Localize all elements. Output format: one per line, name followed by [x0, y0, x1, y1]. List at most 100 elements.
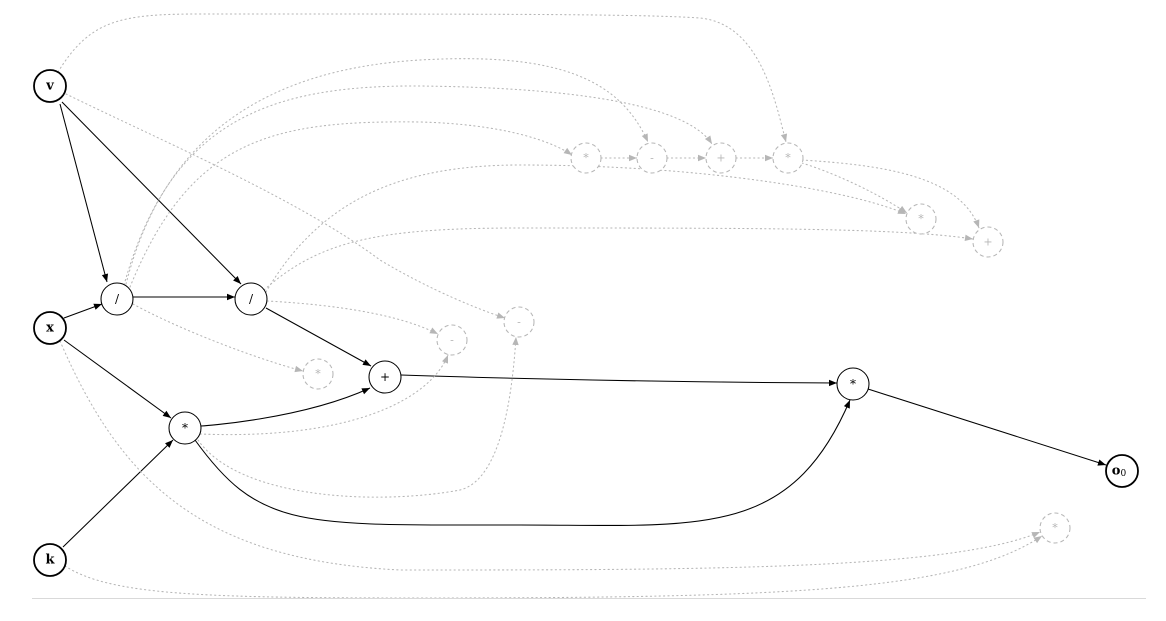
edge-arrowhead: [964, 234, 973, 241]
edge-line: [266, 300, 439, 335]
edge-m1-to-p1: [200, 387, 371, 427]
ghost-op-node-g7: -: [436, 324, 468, 356]
edge-arrowhead: [233, 276, 241, 284]
edge-line: [867, 388, 1107, 466]
edge-line: [57, 13, 787, 143]
edge-line: [61, 101, 242, 285]
edge-v-to-d2: [61, 101, 242, 285]
node-label: *: [850, 377, 856, 391]
edge-d2-to-g7: [266, 300, 439, 335]
node-label: *: [583, 152, 589, 165]
op-node-d2: /: [234, 282, 268, 316]
node-label: *: [785, 152, 791, 165]
edge-arrowhead: [704, 135, 712, 144]
node-circle: [302, 358, 334, 390]
edge-g1-to-g2: [600, 154, 638, 162]
node-label: -: [450, 334, 454, 347]
edge-k-to-m1: [62, 439, 174, 548]
edge-line: [59, 340, 1041, 571]
node-circle: [234, 282, 268, 316]
ghost-op-node-g5: *: [905, 203, 937, 235]
edge-line: [129, 121, 573, 288]
edge-arrowhead: [227, 293, 235, 301]
edge-arrowhead: [843, 400, 850, 409]
edge-arrowhead: [765, 154, 773, 162]
node-circle: [503, 306, 535, 338]
node-circle: [905, 203, 937, 235]
output-node-o0: o0: [1105, 454, 1139, 488]
node-label: k: [45, 553, 55, 568]
node-circle: [436, 324, 468, 356]
edge-m1-to-m2: [194, 399, 851, 526]
node-label: +: [716, 152, 725, 165]
edge-line: [263, 227, 974, 291]
op-node-m2: *: [836, 367, 870, 401]
edge-line: [59, 103, 108, 283]
node-label: -: [650, 152, 654, 165]
edge-d1-to-d2: [133, 293, 235, 301]
node-circle: [772, 142, 804, 174]
edge-line: [199, 354, 449, 436]
edge-line: [194, 399, 851, 526]
edge-line: [801, 162, 908, 214]
node-circle: [33, 543, 67, 577]
ghost-op-node-g10: *: [1039, 512, 1071, 544]
ghost-op-node-g1: *: [570, 142, 602, 174]
node-circle: [570, 142, 602, 174]
node-label: /: [249, 292, 254, 306]
node-label: +: [983, 236, 992, 249]
edge-arrowhead: [101, 273, 109, 282]
edge-x-to-d1: [63, 303, 103, 319]
edge-arrowhead: [442, 355, 448, 364]
edge-d2-to-p1: [265, 307, 372, 367]
node-circle: [705, 142, 737, 174]
node-circle: [33, 69, 67, 103]
edge-arrowhead: [162, 410, 171, 418]
edge-line: [801, 159, 980, 229]
edge-arrowhead: [512, 337, 519, 346]
ghost-op-node-g6: +: [972, 226, 1004, 258]
edge-line: [64, 535, 1043, 599]
edge-v-to-d1: [59, 103, 109, 283]
edge-arrowhead: [93, 303, 102, 310]
node-label: /: [115, 292, 120, 306]
node-circle: [972, 226, 1004, 258]
edge-g2-to-g3: [666, 154, 707, 162]
edge-line: [125, 58, 649, 285]
node-label: *: [315, 368, 321, 381]
ghost-op-node-g2: -: [636, 142, 668, 174]
input-node-v: v: [33, 69, 67, 103]
node-label: -: [517, 316, 521, 329]
edge-arrowhead: [780, 133, 788, 142]
edge-v-to-g4: [57, 13, 788, 143]
edge-m1-to-g7: [199, 354, 449, 436]
edge-g4-to-g6: [801, 159, 980, 229]
edge-arrowhead: [973, 219, 980, 228]
input-node-k: k: [33, 543, 67, 577]
edge-m1-to-g8: [197, 336, 519, 498]
edges-layer: [57, 13, 1107, 599]
edge-line: [197, 336, 517, 498]
op-node-p1: +: [368, 360, 402, 394]
edge-x-to-m1: [63, 339, 172, 419]
edge-g4-to-g5: [801, 162, 908, 214]
edge-arrowhead: [698, 154, 706, 162]
node-circle: [168, 411, 202, 445]
edge-d2-to-g5: [265, 164, 907, 293]
edge-arrowhead: [898, 205, 907, 213]
edge-m2-to-o0: [867, 388, 1107, 466]
edge-k-to-g10: [64, 535, 1043, 599]
edge-d1-to-g3: [123, 85, 713, 286]
ghost-op-node-g4: *: [772, 142, 804, 174]
node-label: *: [918, 213, 924, 226]
edge-arrowhead: [361, 388, 370, 395]
edge-arrowhead: [828, 379, 837, 387]
edge-d1-to-g9: [132, 303, 304, 373]
edge-arrowhead: [1033, 536, 1042, 544]
edge-line: [265, 307, 372, 367]
edge-g3-to-g4: [735, 154, 774, 162]
ghost-op-node-g9: *: [302, 358, 334, 390]
node-circle: [1039, 512, 1071, 544]
node-label: +: [380, 370, 390, 384]
